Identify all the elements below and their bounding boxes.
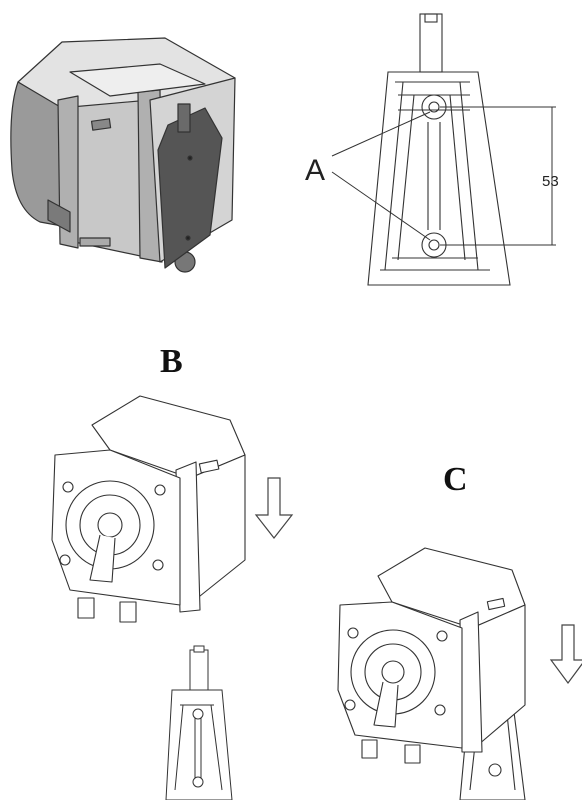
label-b: B xyxy=(160,343,183,380)
bracket-front-view xyxy=(367,13,511,286)
label-a: A xyxy=(305,154,325,187)
callout-leaders xyxy=(331,111,431,241)
down-arrow-b xyxy=(254,477,294,539)
pump-front-c xyxy=(337,547,526,800)
pump-with-bracket-shaded xyxy=(10,37,236,273)
down-arrow-c xyxy=(549,624,582,685)
dimension-line xyxy=(440,106,556,246)
pump-front-b xyxy=(51,395,246,623)
bracket-b xyxy=(165,645,233,800)
dimension-label: 53 xyxy=(542,173,559,190)
label-c: C xyxy=(443,461,468,498)
